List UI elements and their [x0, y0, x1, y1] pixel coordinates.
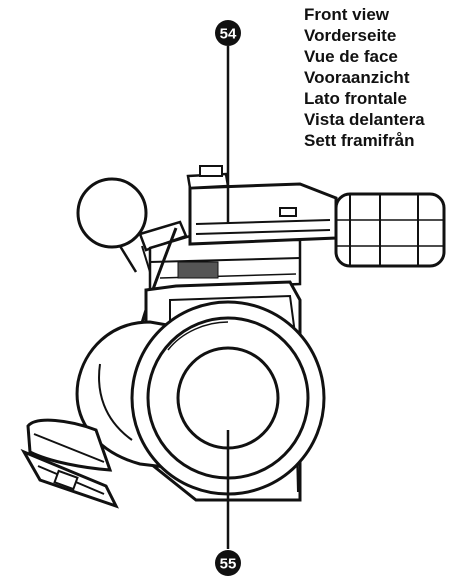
viewfinder: [186, 165, 446, 268]
view-label-list: Front view Vorderseite Vue de face Voora…: [304, 4, 425, 151]
mic-cable: [138, 227, 178, 331]
view-label-german: Vorderseite: [304, 26, 397, 45]
callout-55: 55: [215, 430, 241, 576]
view-label-swedish: Sett framifrån: [304, 131, 415, 150]
view-label-english: Front view: [304, 5, 390, 24]
callout-55-number: 55: [220, 556, 237, 573]
view-label-italian: Lato frontale: [304, 89, 407, 108]
view-label-french: Vue de face: [304, 47, 398, 66]
callout-54-number: 54: [220, 26, 237, 43]
view-label-spanish: Vista delantera: [304, 110, 425, 129]
callout-54: 54: [215, 20, 241, 224]
lens: [130, 300, 326, 496]
view-label-dutch: Vooraanzicht: [304, 68, 410, 87]
top-handle-body: [148, 234, 302, 292]
